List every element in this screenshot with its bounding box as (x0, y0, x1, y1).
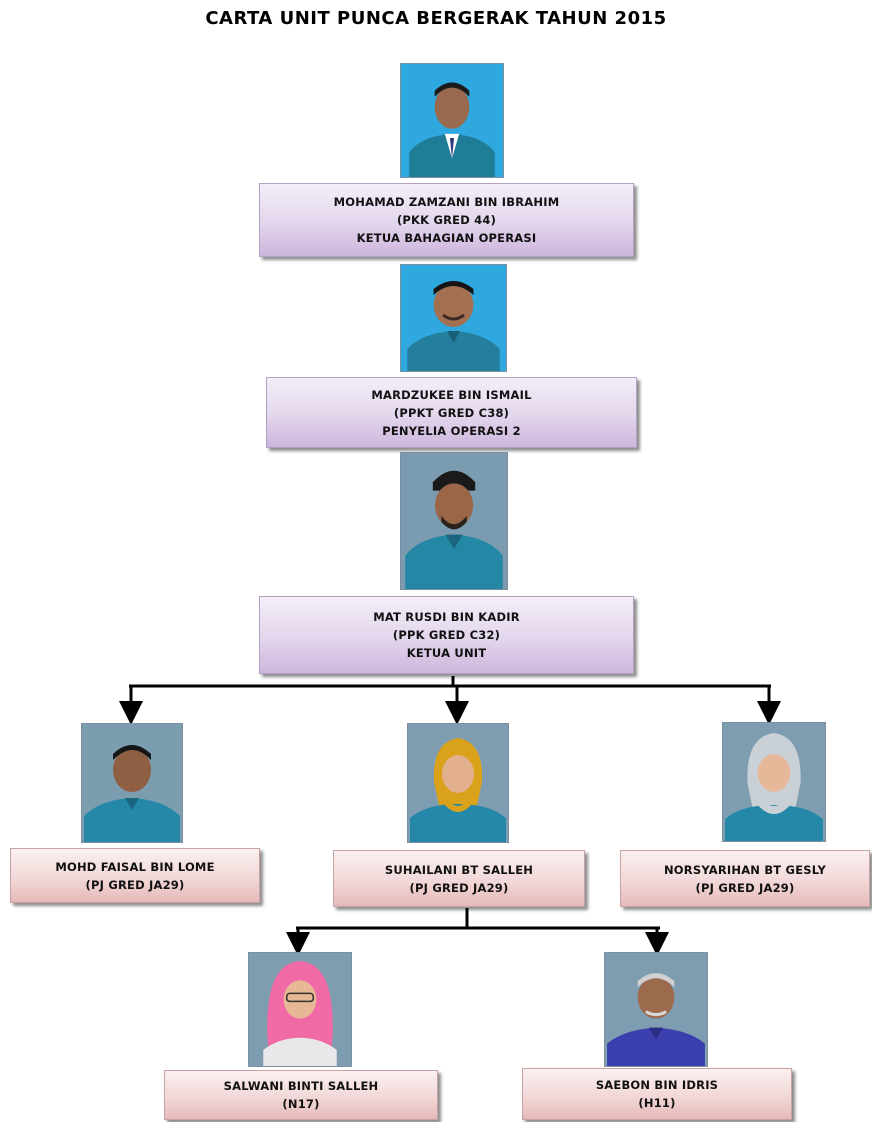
node-grade: (H11) (638, 1096, 676, 1110)
node-grade: (PKK GRED 44) (396, 213, 497, 227)
photo-ketua-bahagian (400, 63, 504, 178)
photo-ketua-unit (400, 452, 508, 590)
node-grade: (PJ GRED JA29) (695, 880, 795, 895)
person-photo-icon (82, 724, 182, 842)
node-grade: (PPKT GRED C38) (393, 405, 510, 420)
person-photo-icon (401, 64, 503, 177)
node-staff-1: MOHD FAISAL BIN LOME (PJ GRED JA29) (10, 848, 260, 903)
node-grade: (PPK GRED C32) (392, 628, 501, 642)
node-ketua-unit: MAT RUSDI BIN KADIR (PPK GRED C32) KETUA… (259, 596, 634, 674)
node-penyelia: MARDZUKEE BIN ISMAIL (PPKT GRED C38) PEN… (266, 377, 637, 448)
photo-staff-3 (722, 722, 826, 842)
node-role: KETUA BAHAGIAN OPERASI (356, 231, 537, 245)
photo-sub-2 (604, 952, 708, 1067)
node-name: MOHD FAISAL BIN LOME (55, 859, 215, 874)
node-name: MAT RUSDI BIN KADIR (373, 610, 520, 624)
node-grade: (PJ GRED JA29) (85, 877, 185, 892)
node-name: SALWANI BINTI SALLEH (223, 1079, 379, 1093)
node-name: NORSYARIHAN BT GESLY (663, 862, 826, 877)
photo-staff-1 (81, 723, 183, 843)
node-role: KETUA UNIT (406, 646, 487, 660)
photo-staff-2 (407, 723, 509, 843)
node-staff-2: SUHAILANI BT SALLEH (PJ GRED JA29) (333, 850, 585, 907)
node-role: PENYELIA OPERASI 2 (382, 423, 521, 438)
chart-title: CARTA UNIT PUNCA BERGERAK TAHUN 2015 (205, 8, 667, 29)
node-grade: (N17) (282, 1097, 320, 1111)
node-grade: (PJ GRED JA29) (409, 880, 509, 895)
person-photo-icon (605, 953, 707, 1066)
node-name: MOHAMAD ZAMZANI BIN IBRAHIM (333, 195, 560, 209)
node-ketua-bahagian: MOHAMAD ZAMZANI BIN IBRAHIM (PKK GRED 44… (259, 183, 634, 257)
node-staff-3: NORSYARIHAN BT GESLY (PJ GRED JA29) (620, 850, 870, 907)
node-sub-2: SAEBON BIN IDRIS (H11) (522, 1068, 792, 1120)
node-name: SUHAILANI BT SALLEH (384, 862, 534, 877)
person-photo-icon (723, 723, 825, 841)
photo-sub-1 (248, 952, 352, 1067)
node-name: SAEBON BIN IDRIS (595, 1078, 719, 1092)
node-name: MARDZUKEE BIN ISMAIL (371, 387, 532, 402)
person-photo-icon (249, 953, 351, 1066)
person-photo-icon (401, 265, 506, 371)
person-photo-icon (401, 453, 507, 589)
person-photo-icon (408, 724, 508, 842)
photo-penyelia (400, 264, 507, 372)
node-sub-1: SALWANI BINTI SALLEH (N17) (164, 1070, 438, 1120)
